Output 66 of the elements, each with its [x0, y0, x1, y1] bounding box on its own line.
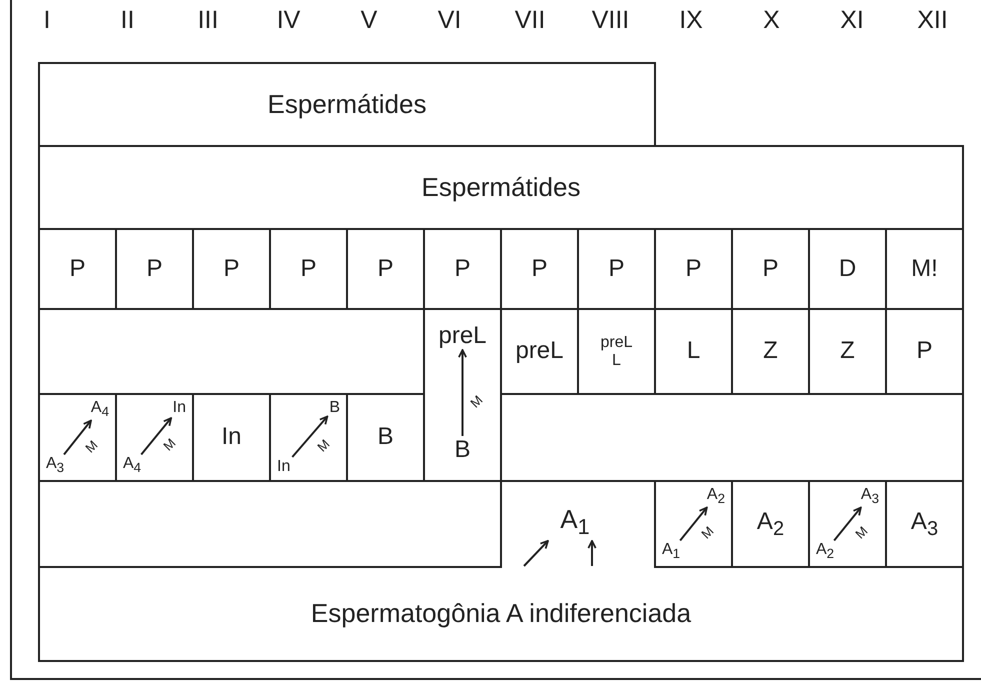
cell-text: L: [686, 338, 700, 365]
cell-text: M!: [911, 256, 938, 282]
stage-label: In: [172, 400, 186, 416]
stage-numeral: II: [120, 8, 134, 33]
cell-text: Z: [763, 338, 778, 365]
cell-text: L: [612, 352, 621, 370]
stage-label: B: [329, 400, 340, 416]
cell-text: A$_{3}$: [910, 508, 938, 540]
arrow: [63, 420, 92, 456]
stage-numeral: X: [763, 8, 780, 33]
cell-text: P: [377, 256, 394, 282]
cell-text: P: [69, 256, 86, 282]
cell-text: B: [377, 424, 394, 451]
cell-text: Espermatogônia A indiferenciada: [310, 598, 692, 628]
cell-text: preL: [600, 334, 633, 352]
stage-numeral: VI: [438, 8, 462, 33]
stage-label: B: [454, 438, 470, 462]
arrow: [523, 540, 549, 567]
stage-label: A$_{2}$: [706, 487, 725, 506]
arrow: [140, 417, 172, 456]
empty-cell: [38, 480, 502, 568]
empty-cell: [500, 393, 964, 482]
stage-label: A$_{1}$: [560, 506, 590, 538]
cell-text: In: [221, 424, 242, 451]
stage-label: A$_{4}$: [123, 456, 142, 475]
arrow: [679, 506, 708, 542]
stage-numeral: IV: [276, 8, 300, 33]
cell-text: P: [223, 256, 240, 282]
stage-label: A$_{1}$: [662, 542, 680, 561]
stage-numeral: VIII: [592, 8, 630, 33]
stage-label: A$_{4}$: [90, 400, 109, 419]
cell-text: P: [454, 256, 470, 282]
stage-numeral: III: [198, 8, 218, 33]
arrow: [833, 506, 862, 542]
stage-cell: [38, 62, 656, 147]
arrow: [588, 540, 596, 566]
stage-cell: [885, 480, 964, 568]
stage-label: A$_{3}$: [860, 487, 879, 506]
cell-text: preL: [515, 338, 564, 365]
stage-label: preL: [438, 324, 487, 348]
cell-text: P: [300, 256, 316, 282]
cell-text: P: [762, 256, 778, 282]
stage-numeral: VII: [514, 8, 546, 33]
cell-text: P: [685, 256, 702, 282]
cell-text: P: [916, 338, 932, 365]
cell-text: Espermátides: [268, 90, 426, 119]
stage-cell: [38, 145, 964, 230]
stage-label: A$_{2}$: [816, 542, 834, 561]
cell-text: Espermátides: [422, 173, 580, 202]
cell-text: D: [838, 256, 856, 282]
arrow: [458, 349, 467, 436]
cell-text: A$_{2}$: [756, 508, 784, 540]
cell-text: Z: [840, 338, 855, 365]
cell-text: P: [146, 256, 162, 282]
stage-numeral: XI: [840, 8, 864, 33]
edge-label: M: [160, 436, 179, 454]
stage-label: A$_{3}$: [46, 456, 64, 475]
stage-numeral: XII: [917, 8, 948, 33]
stage-numeral: V: [360, 8, 378, 33]
stage-numeral: I: [44, 8, 50, 33]
cell-text: P: [608, 256, 624, 282]
stage-numeral: IX: [679, 8, 703, 33]
stage-cell: [38, 566, 964, 662]
edge-label: M: [314, 436, 332, 454]
stage-label: In: [277, 459, 290, 475]
cell-text: P: [531, 256, 548, 282]
